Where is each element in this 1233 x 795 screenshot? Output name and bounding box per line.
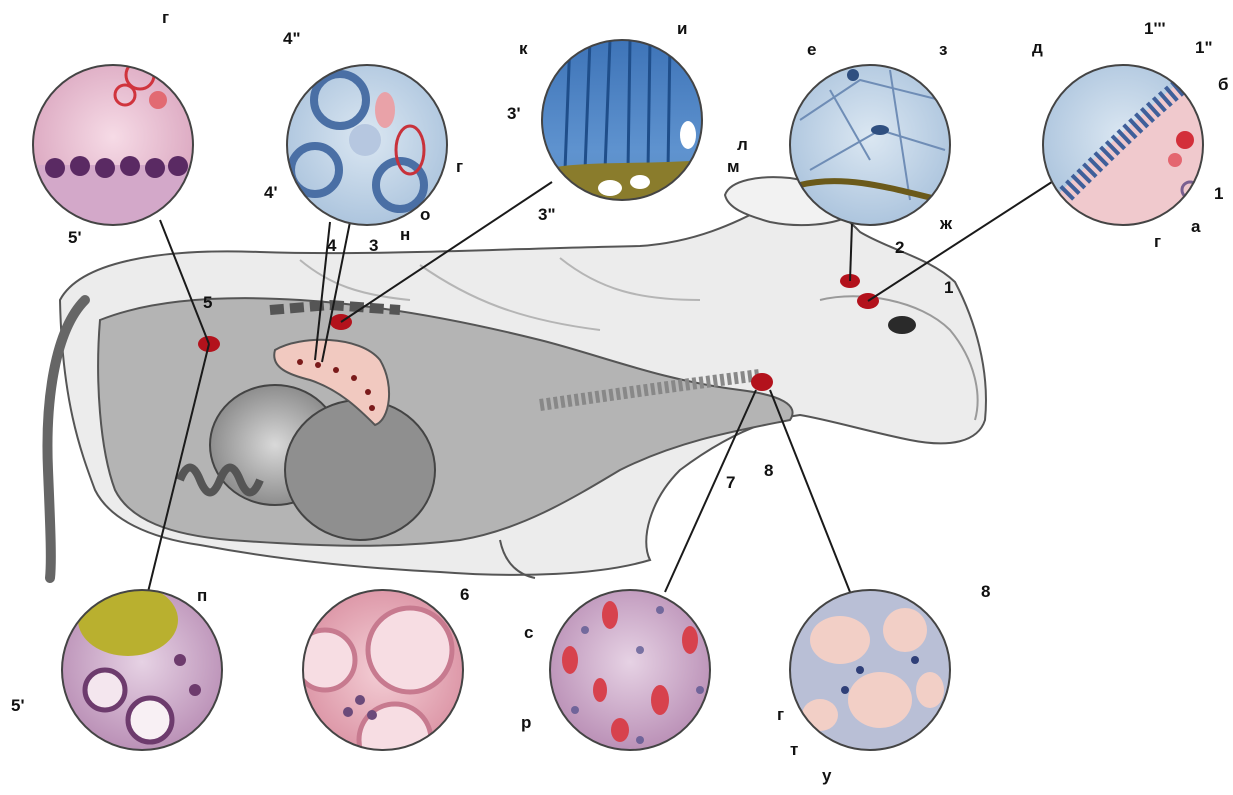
panel-label: 1	[1214, 185, 1223, 202]
panel-label: 4'	[264, 184, 278, 201]
micrograph-top-adrenal	[540, 40, 705, 205]
panel-label: у	[822, 767, 831, 784]
panel-label: п	[197, 587, 207, 604]
panel-label: л	[737, 136, 748, 153]
panel-label: 5'	[11, 697, 25, 714]
panel-label: а	[1191, 218, 1200, 235]
panel-label: о	[420, 206, 430, 223]
panel-label: т	[790, 741, 798, 758]
cow-eye	[888, 316, 916, 334]
panel-label: и	[677, 20, 687, 37]
panel-label: б	[1218, 76, 1229, 93]
panel-label: к	[519, 40, 528, 57]
panel-label: 5'	[68, 229, 82, 246]
panel-label: с	[524, 624, 533, 641]
micrograph-bottom-thyroid	[790, 590, 950, 750]
cow-illustration	[47, 177, 985, 578]
marker-label-5: 5	[203, 294, 212, 311]
panel-label: г	[162, 9, 169, 26]
micrograph-top-pituitary	[1043, 60, 1203, 230]
panel-label: 3'	[507, 105, 521, 122]
abomasum	[285, 400, 435, 540]
micrograph-bottom-testis	[295, 590, 463, 776]
micrograph-top-pineal	[790, 65, 950, 225]
marker-label-4: 4	[327, 237, 336, 254]
panel-label: 6	[460, 586, 469, 603]
panel-label: г	[1154, 233, 1161, 250]
panel-label: ж	[940, 215, 952, 232]
marker-label-1: 1	[944, 279, 953, 296]
panel-label: е	[807, 41, 816, 58]
marker-label-2: 2	[895, 239, 904, 256]
micrograph-top-kidney	[287, 65, 447, 225]
marker-label-8: 8	[764, 462, 773, 479]
panel-label: з	[939, 41, 947, 58]
micrograph-bottom-pancreas	[62, 584, 222, 750]
marker-7-8	[751, 373, 773, 391]
panel-label: г	[456, 158, 463, 175]
panel-label: 8	[981, 583, 990, 600]
panel-label: м	[727, 158, 740, 175]
marker-label-3: 3	[369, 237, 378, 254]
panel-label: д	[1032, 39, 1043, 56]
panel-label: 3"	[538, 206, 556, 223]
panel-label: р	[521, 714, 531, 731]
panel-label: н	[400, 226, 410, 243]
micrograph-top-left	[33, 61, 193, 225]
panel-label: 1"	[1195, 39, 1213, 56]
panel-label: 1'''	[1144, 20, 1166, 37]
panel-label: 4"	[283, 30, 301, 47]
marker-label-7: 7	[726, 474, 735, 491]
micrograph-bottom-parathyroid	[550, 590, 710, 750]
panel-label: г	[777, 706, 784, 723]
